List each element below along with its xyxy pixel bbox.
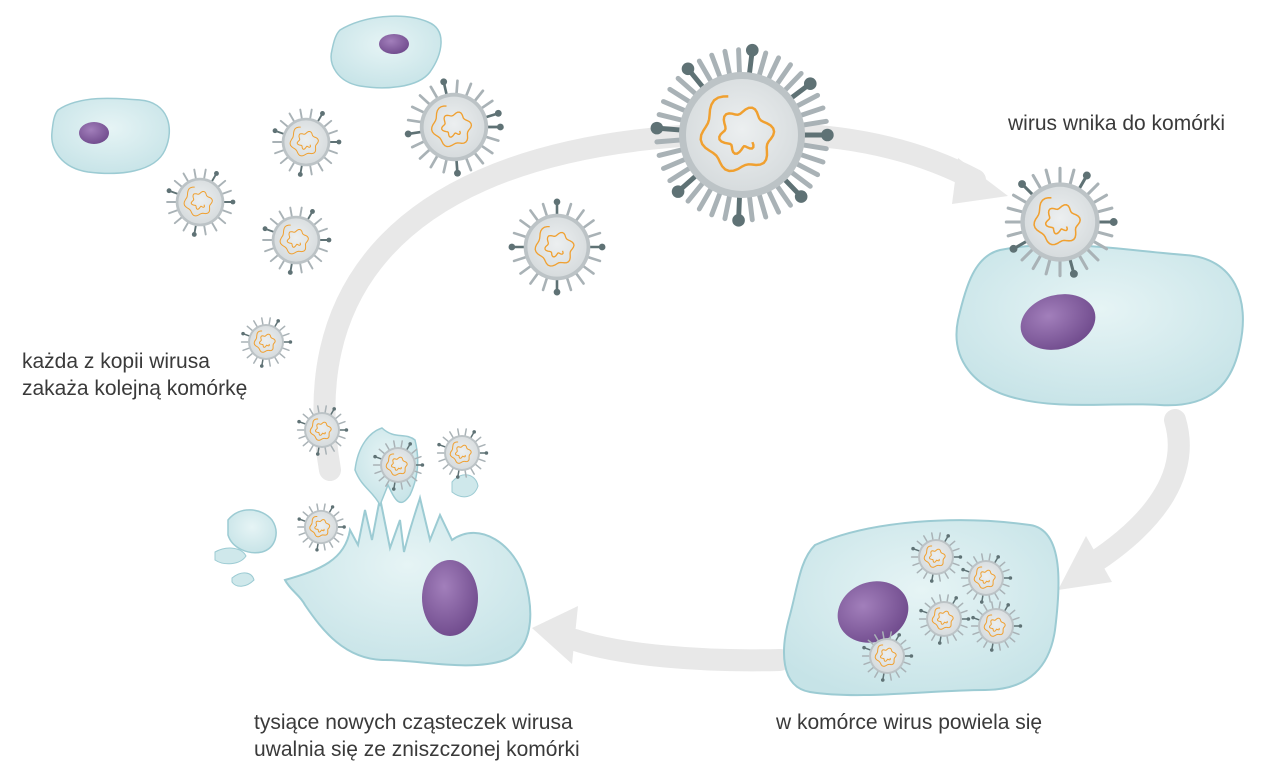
arrowhead-replicate xyxy=(1058,536,1112,590)
rna-strand xyxy=(983,614,1006,637)
label-line: każda z kopii wirusa xyxy=(22,350,210,373)
virus-particle-icon xyxy=(918,594,971,645)
rna-strand xyxy=(923,545,946,568)
virus-particle-icon xyxy=(372,440,425,491)
virus-particles xyxy=(166,43,1118,682)
rna-strand xyxy=(699,95,776,173)
rna-strand xyxy=(931,607,954,630)
burst-host-cell-icon xyxy=(214,427,532,667)
arrowhead-release xyxy=(532,606,578,664)
cell-nucleus-icon xyxy=(379,34,409,54)
arrowhead-enter xyxy=(952,158,1008,204)
label-copies-infect-cells: każda z kopii wirusa zakaża kolejną komó… xyxy=(22,348,247,402)
host-cell-icon xyxy=(783,519,1060,697)
cycle-arc-right xyxy=(1079,409,1190,576)
rna-strand xyxy=(430,105,473,148)
cell-nucleus-icon xyxy=(422,560,478,636)
rna-strand xyxy=(1033,197,1081,246)
rna-strand xyxy=(279,224,309,255)
label-line: wirus wnika do komórki xyxy=(1008,112,1226,135)
virus-particle-icon xyxy=(404,78,504,177)
rna-strand xyxy=(309,516,331,538)
label-virus-enters-cell: wirus wnika do komórki xyxy=(1008,110,1225,137)
rna-strand xyxy=(973,566,996,589)
rna-strand xyxy=(253,330,276,353)
virus-particle-icon xyxy=(910,532,963,583)
cycle-arrow-icon xyxy=(313,122,1190,672)
rna-strand xyxy=(449,441,472,464)
cell-nucleus-icon xyxy=(1020,294,1096,350)
virus-particle-icon xyxy=(1004,166,1118,278)
virus-particle-icon xyxy=(240,317,293,368)
rna-strand xyxy=(309,418,332,441)
rna-strand xyxy=(289,126,319,157)
rna-strand xyxy=(534,225,575,267)
cell-nucleus-icon xyxy=(79,122,109,144)
virus-particle-icon xyxy=(508,198,606,296)
virus-particle-icon xyxy=(970,601,1023,652)
host-cell-icon xyxy=(51,97,170,175)
virus-particle-icon xyxy=(296,405,349,456)
virus-particle-icon xyxy=(861,631,914,682)
virus-particle-icon xyxy=(272,108,342,177)
host-cell-icon xyxy=(330,15,442,89)
label-line: uwalnia się ze zniszczonej komórki xyxy=(254,738,580,761)
virus-particle-icon xyxy=(650,43,834,227)
label-line: w komórce wirus powiela się xyxy=(776,711,1043,734)
virus-particle-icon xyxy=(262,206,332,275)
cycle-arc-top xyxy=(313,122,986,481)
virus-particle-icon xyxy=(166,168,236,237)
label-virus-replicates: w komórce wirus powiela się xyxy=(776,709,1042,736)
cell-nucleus-icon xyxy=(837,581,909,643)
rna-strand xyxy=(385,453,408,476)
label-particles-released: tysiące nowych cząsteczek wirusa uwalnia… xyxy=(254,709,580,763)
virus-particle-icon xyxy=(436,428,489,479)
label-line: zakaża kolejną komórkę xyxy=(22,377,248,400)
cycle-arc-bottom xyxy=(564,629,791,672)
rna-strand xyxy=(183,186,213,217)
virus-particle-icon xyxy=(297,503,346,552)
rna-strand xyxy=(874,644,897,667)
host-cell-icon xyxy=(955,243,1244,407)
virus-particle-icon xyxy=(960,553,1013,604)
label-line: tysiące nowych cząsteczek wirusa xyxy=(254,711,573,734)
